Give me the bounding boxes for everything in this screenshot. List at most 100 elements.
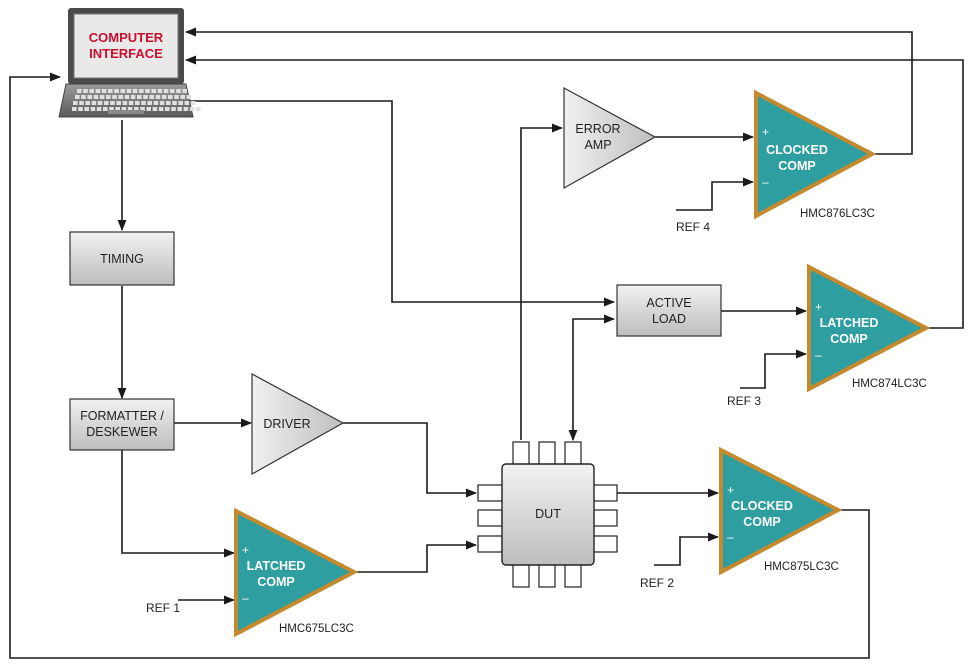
keyboard-key xyxy=(122,101,128,105)
keyboard-key xyxy=(151,89,156,93)
wire-dut-active-load xyxy=(568,314,616,442)
keyboard-key xyxy=(140,107,145,111)
dut-pins xyxy=(477,441,618,588)
comp876-minus-pin: – xyxy=(762,175,769,189)
keyboard-key xyxy=(134,107,139,111)
comp875-minus-pin: – xyxy=(727,530,734,544)
formatter-label-line1: FORMATTER / xyxy=(80,409,164,423)
active-load-label-line2: LOAD xyxy=(652,312,686,326)
keyboard-key xyxy=(126,89,132,93)
wire-dut-to-error-amp xyxy=(520,123,564,440)
keyboard-key xyxy=(182,89,187,93)
keyboard-key xyxy=(183,107,189,111)
error-amp-label-line2: AMP xyxy=(584,138,611,152)
keyboard-key xyxy=(110,101,115,105)
keyboard-key xyxy=(155,95,161,99)
keyboard-key xyxy=(184,101,190,105)
comp874-label-line2: COMP xyxy=(830,332,868,346)
keyboard-key xyxy=(147,101,152,105)
keyboard-key xyxy=(159,101,165,105)
formatter-deskewer-block: FORMATTER / DESKEWER xyxy=(69,398,175,451)
ref2-label: REF 2 xyxy=(640,576,674,590)
active-load-block: ACTIVE LOAD xyxy=(616,284,722,337)
comparator-hmc874: + – LATCHED COMP HMC874LC3C REF 3 xyxy=(727,263,931,408)
keyboard-key xyxy=(143,95,148,99)
keyboard-key xyxy=(128,101,134,105)
comp675-part-number: HMC675LC3C xyxy=(279,623,354,635)
keyboard-key xyxy=(93,95,99,99)
keyboard-key xyxy=(109,107,114,111)
keyboard-key xyxy=(178,101,183,105)
comp874-plus-pin: + xyxy=(815,300,822,314)
dut-label: DUT xyxy=(535,507,561,521)
wires xyxy=(9,27,964,659)
ref1-label: REF 1 xyxy=(146,601,180,615)
keyboard-key xyxy=(99,95,105,99)
timing-block: TIMING xyxy=(69,231,175,286)
keyboard-key xyxy=(189,107,195,111)
keyboard-key xyxy=(90,107,96,111)
wire-comp876-to-laptop xyxy=(184,27,913,155)
comp876-label-line1: CLOCKED xyxy=(766,143,828,157)
keyboard-key xyxy=(81,95,86,99)
keyboard-key xyxy=(108,89,113,93)
keyboard-key xyxy=(104,101,109,105)
keyboard-key xyxy=(130,95,136,99)
keyboard-key xyxy=(166,101,171,105)
comp874-minus-pin: – xyxy=(815,348,822,362)
wire-ref2 xyxy=(654,532,720,566)
comp876-plus-pin: + xyxy=(762,125,769,139)
comp874-label-line1: LATCHED xyxy=(820,316,879,330)
keyboard-key xyxy=(139,89,144,93)
comp874-part-number: HMC874LC3C xyxy=(852,378,927,390)
keyboard-key xyxy=(79,101,84,105)
keyboard-key xyxy=(146,107,151,111)
keyboard-key xyxy=(153,101,159,105)
keyboard-key xyxy=(73,101,78,105)
wire-formatter-to-latched-comp xyxy=(121,450,236,558)
keyboard-key xyxy=(161,95,167,99)
wire-ref3 xyxy=(740,349,808,389)
comp876-label-line2: COMP xyxy=(778,159,816,173)
keyboard-key xyxy=(176,89,181,93)
ref4-label: REF 4 xyxy=(676,220,710,234)
ref3-label: REF 3 xyxy=(727,394,761,408)
timing-label: TIMING xyxy=(100,252,144,266)
keyboard-key xyxy=(106,95,111,99)
comp675-label-line1: LATCHED xyxy=(247,559,306,573)
keyboard-key xyxy=(124,95,130,99)
keyboard-key xyxy=(120,89,125,93)
laptop-label-line1: COMPUTER xyxy=(89,30,164,45)
error-amp-label-line1: ERROR xyxy=(575,122,620,136)
formatter-label-line2: DESKEWER xyxy=(86,425,158,439)
keyboard-key xyxy=(85,101,90,105)
keyboard-key xyxy=(112,95,117,99)
keyboard-key xyxy=(84,107,89,111)
wire-driver-to-dut xyxy=(343,422,478,498)
keyboard-key xyxy=(114,89,119,93)
keyboard-key xyxy=(170,89,175,93)
keyboard-key xyxy=(72,107,77,111)
keyboard-key xyxy=(83,89,88,93)
keyboard-key xyxy=(97,101,103,105)
keyboard-key xyxy=(91,101,97,105)
keyboard-key xyxy=(171,107,176,111)
keyboard-key xyxy=(96,107,102,111)
keyboard-key xyxy=(158,107,164,111)
comparator-hmc875: + – CLOCKED COMP HMC875LC3C REF 2 xyxy=(640,446,843,590)
keyboard-key xyxy=(116,101,121,105)
keyboard-key xyxy=(157,89,163,93)
comp875-label-line1: CLOCKED xyxy=(731,499,793,513)
keyboard-key xyxy=(186,95,192,99)
comp675-label-line2: COMP xyxy=(257,575,295,589)
keyboard-key xyxy=(174,95,179,99)
comp875-label-line2: COMP xyxy=(743,515,781,529)
laptop-label-line2: INTERFACE xyxy=(89,46,163,61)
keyboard-key xyxy=(172,101,177,105)
comp876-part-number: HMC876LC3C xyxy=(800,208,875,220)
wire-comp875-to-laptop xyxy=(9,72,870,659)
keyboard-key xyxy=(132,89,138,93)
keyboard-key xyxy=(77,89,82,93)
computer-interface: COMPUTER INTERFACE xyxy=(58,8,201,118)
active-load-label-line1: ACTIVE xyxy=(646,296,691,310)
